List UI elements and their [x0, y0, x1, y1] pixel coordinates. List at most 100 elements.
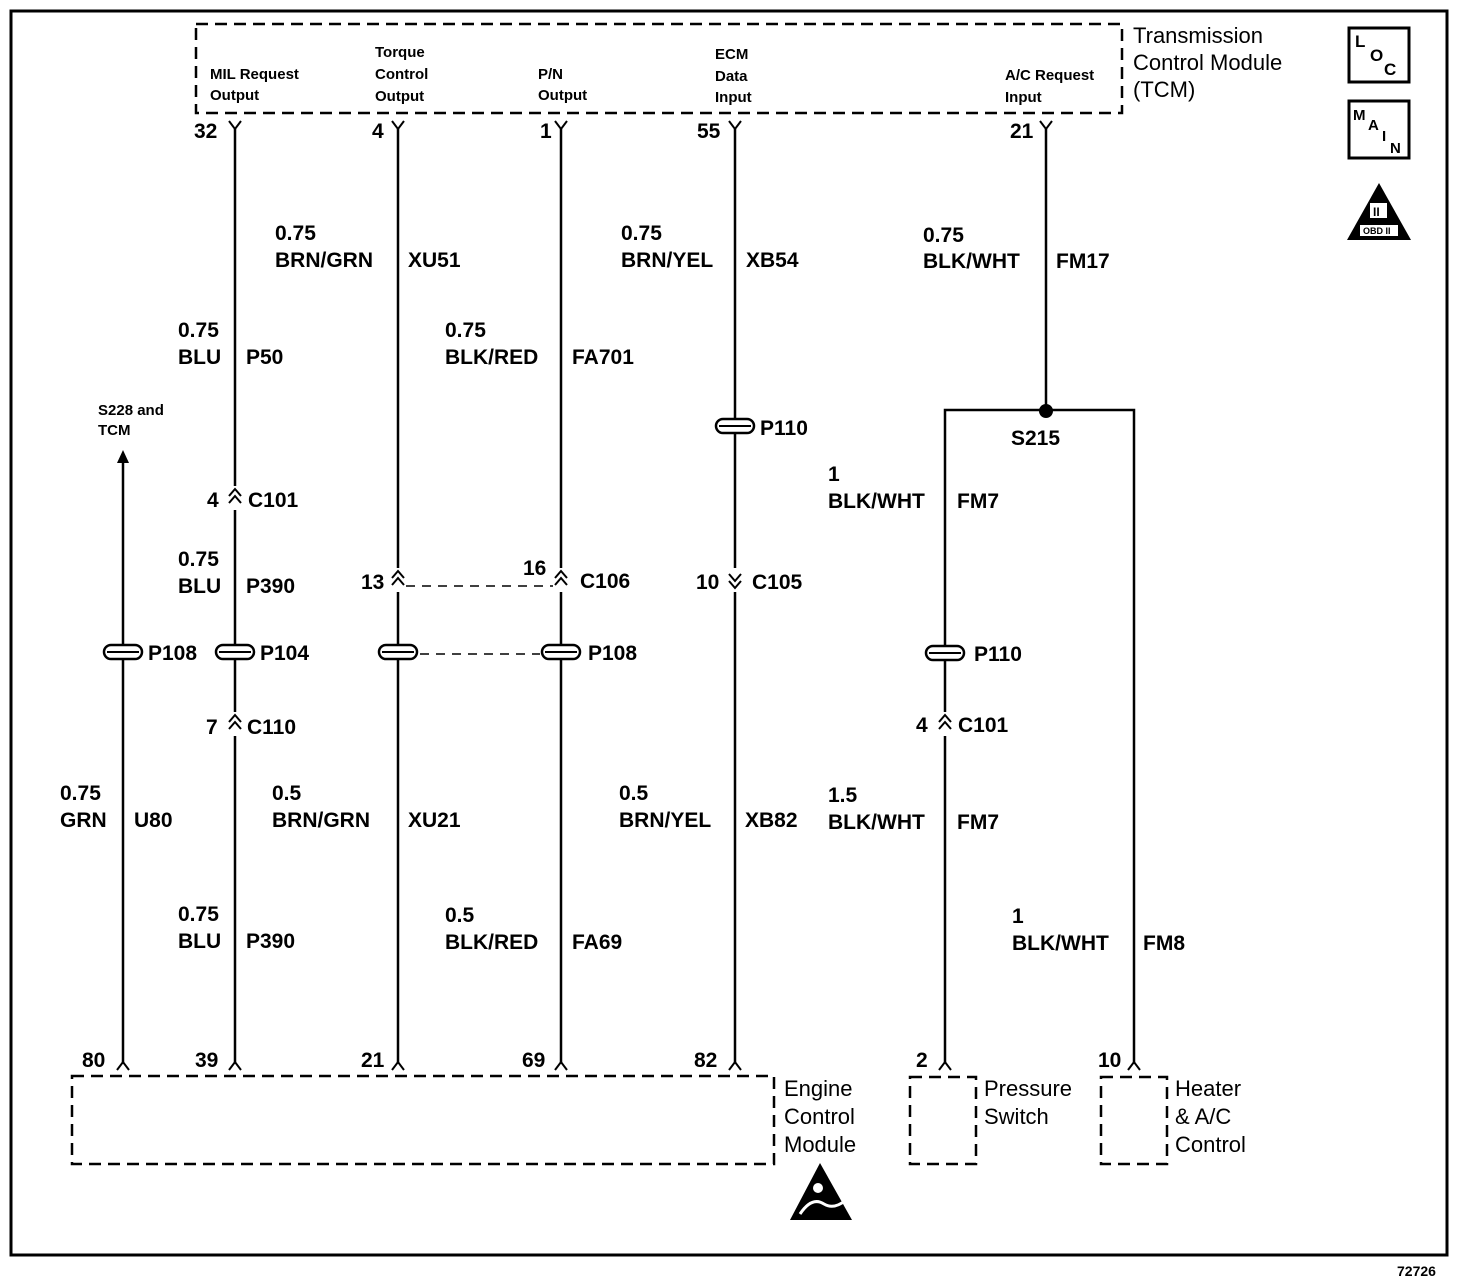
- c106-name: C106: [580, 570, 630, 593]
- main-legend-icon: M A I N: [1347, 99, 1411, 160]
- p108-left-label: P108: [148, 642, 197, 665]
- label-fm17-size: 0.75: [923, 224, 964, 247]
- tcm-mil-line2: Output: [210, 87, 259, 104]
- ecm-pin-80: 80: [82, 1049, 105, 1072]
- pressure-switch-pin: 2: [916, 1049, 928, 1072]
- tcm-title-line2: Control Module: [1133, 50, 1282, 75]
- pressure-switch-box: [908, 1075, 978, 1166]
- label-u80-circuit: U80: [134, 809, 173, 832]
- label-p390-top-circuit: P390: [246, 575, 295, 598]
- label-xu21-color: BRN/GRN: [272, 809, 370, 832]
- tcm-title-line1: Transmission: [1133, 23, 1263, 48]
- label-p390-bottom-color: BLU: [178, 930, 221, 953]
- offpage-arrow-icon: [117, 450, 129, 463]
- label-fm17-circuit: FM17: [1056, 250, 1110, 273]
- label-xb82-circuit: XB82: [745, 809, 798, 832]
- connector-c110-icon: [228, 712, 242, 736]
- label-u80-color: GRN: [60, 809, 107, 832]
- label-fa69-circuit: FA69: [572, 931, 622, 954]
- label-fm8-color: BLK/WHT: [1012, 932, 1109, 955]
- label-fa701-circuit: FA701: [572, 346, 634, 369]
- ecm-pin-21: 21: [361, 1049, 385, 1072]
- label-fa69-size: 0.5: [445, 904, 475, 927]
- c101-right-name: C101: [958, 714, 1009, 737]
- label-fm7-bottom-color: BLK/WHT: [828, 811, 925, 834]
- passthrough-p110-right-icon: [924, 644, 966, 662]
- passthrough-p110-top-icon: [714, 417, 756, 435]
- label-xb82-size: 0.5: [619, 782, 649, 805]
- label-xu51-size: 0.75: [275, 222, 316, 245]
- label-p50-color: BLU: [178, 346, 221, 369]
- tcm-ecm-line3: Input: [715, 89, 752, 106]
- label-xu51-color: BRN/GRN: [275, 249, 373, 272]
- tcm-torque-line1: Torque: [375, 44, 425, 61]
- bottom-pin-chevrons: [116, 1060, 1141, 1071]
- c106-left-pin: 13: [361, 571, 384, 594]
- label-xb82-color: BRN/YEL: [619, 809, 711, 832]
- label-fm17-color: BLK/WHT: [923, 250, 1020, 273]
- c101-top-name: C101: [248, 489, 299, 512]
- label-fm7-top-color: BLK/WHT: [828, 490, 925, 513]
- connector-c101-right-icon: [938, 712, 952, 736]
- figure-number: 72726: [1397, 1263, 1436, 1279]
- heater-control-line2: & A/C: [1175, 1104, 1231, 1129]
- obd2-legend-icon: II OBD II: [1347, 183, 1411, 240]
- passthrough-p108-mid-icon: [540, 643, 582, 661]
- tcm-ecm-line1: ECM: [715, 46, 748, 63]
- tcm-pin-21: 21: [1010, 120, 1034, 143]
- label-fm8-size: 1: [1012, 905, 1024, 928]
- tcm-pin-chevrons: [228, 120, 1053, 131]
- loc-legend-icon: L O C: [1347, 26, 1411, 84]
- passthrough-p108-torque-icon: [377, 643, 419, 661]
- c105-pin: 10: [696, 571, 719, 594]
- tcm-box: [194, 22, 1124, 115]
- ecm-title-line3: Module: [784, 1132, 856, 1157]
- loc-letter-o: O: [1370, 46, 1383, 65]
- label-fa69-color: BLK/RED: [445, 931, 538, 954]
- label-fm7-top-circuit: FM7: [957, 490, 999, 513]
- obd2-label: OBD II: [1363, 226, 1391, 236]
- pressure-switch-line2: Switch: [984, 1104, 1049, 1129]
- label-fa701-color: BLK/RED: [445, 346, 538, 369]
- loc-letter-l: L: [1355, 32, 1365, 51]
- connector-c105-icon: [728, 568, 742, 592]
- p104-label: P104: [260, 642, 309, 665]
- connector-c106-right-icon: [554, 568, 568, 592]
- label-fm7-bottom-circuit: FM7: [957, 811, 999, 834]
- heater-control-pin: 10: [1098, 1049, 1121, 1072]
- label-p50-circuit: P50: [246, 346, 283, 369]
- heater-control-line3: Control: [1175, 1132, 1246, 1157]
- label-fm7-bottom-size: 1.5: [828, 784, 858, 807]
- connector-c106-left-icon: [391, 568, 405, 592]
- ecm-title-line1: Engine: [784, 1076, 853, 1101]
- passthrough-p108-left-icon: [102, 643, 144, 661]
- label-xb54-color: BRN/YEL: [621, 249, 713, 272]
- connector-c101-top-icon: [228, 486, 242, 510]
- ecm-pin-39: 39: [195, 1049, 218, 1072]
- tcm-title-line3: (TCM): [1133, 77, 1195, 102]
- offpage-line2: TCM: [98, 422, 131, 439]
- label-xu21-circuit: XU21: [408, 809, 461, 832]
- splice-dot-icon: [1039, 404, 1053, 418]
- esd-warning-icon: [790, 1163, 852, 1220]
- heater-control-line1: Heater: [1175, 1076, 1241, 1101]
- label-p390-top-color: BLU: [178, 575, 221, 598]
- p110-right-label: P110: [974, 643, 1022, 666]
- tcm-pn-line1: P/N: [538, 66, 563, 83]
- main-letter-i: I: [1382, 128, 1386, 145]
- label-xb54-size: 0.75: [621, 222, 662, 245]
- main-letter-m: M: [1353, 107, 1366, 124]
- tcm-ecm-line2: Data: [715, 68, 748, 85]
- label-p390-top-size: 0.75: [178, 548, 219, 571]
- passthrough-p104-icon: [214, 643, 256, 661]
- label-p390-bottom-size: 0.75: [178, 903, 219, 926]
- tcm-pin-55: 55: [697, 120, 721, 143]
- heater-control-box: [1099, 1075, 1169, 1166]
- c110-pin: 7: [206, 716, 218, 739]
- ecm-box: [70, 1074, 776, 1166]
- ecm-title-line2: Control: [784, 1104, 855, 1129]
- label-p50-size: 0.75: [178, 319, 219, 342]
- label-fm8-circuit: FM8: [1143, 932, 1185, 955]
- pressure-switch-line1: Pressure: [984, 1076, 1072, 1101]
